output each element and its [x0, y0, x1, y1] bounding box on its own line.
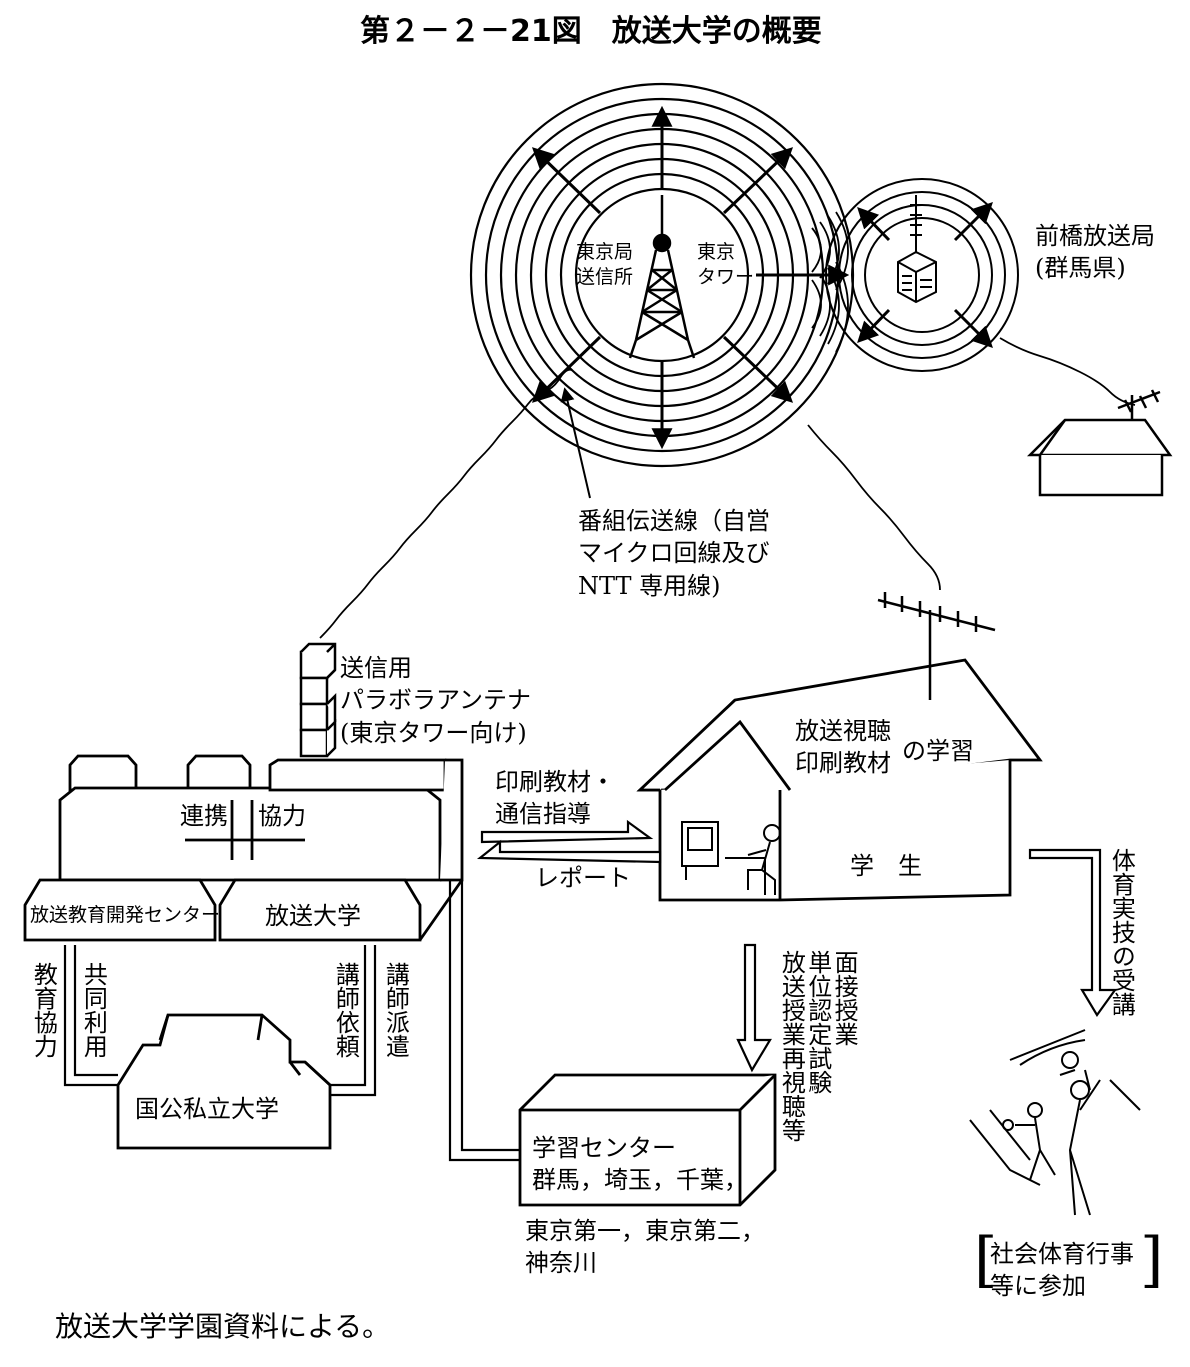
- pe-label: 体育実技の受講: [1107, 848, 1136, 1016]
- social-pe-label: 社会体育行事 等に参加: [990, 1240, 1134, 1301]
- tokyo-ring-arrows: [531, 105, 850, 450]
- university-building: [23, 754, 464, 942]
- schooling-label: 面接授業 単位認定試験 放送授業再視聴等: [777, 950, 859, 1142]
- student-house: [636, 658, 1043, 902]
- lecturer-request-label: 講師依頼: [331, 962, 360, 1058]
- program-line-pointer: [560, 387, 591, 499]
- tokyo-station-label: 東京局 送信所: [576, 241, 634, 288]
- maebashi-house-icon: [1026, 389, 1173, 497]
- cooperation-label: 連携: [180, 802, 228, 830]
- student-at-desk-icon: [681, 821, 781, 895]
- source-note: 放送大学学園資料による。: [55, 1310, 391, 1343]
- signal-waves: [811, 211, 849, 353]
- learning-center-label: 学習センター 群馬，埼玉，千葉，: [532, 1134, 748, 1195]
- shared-use-label: 共同利用: [79, 962, 108, 1058]
- pe-arrow: [1028, 848, 1118, 1017]
- home-learning-suffix: の学習: [902, 737, 974, 765]
- dev-center-label: 放送教育開発センター: [30, 904, 221, 926]
- exchange-arrows: [476, 819, 662, 864]
- report-label: レポート: [535, 864, 631, 892]
- social-pe-bracket-right: ]: [1140, 1225, 1164, 1295]
- university-label: 放送大学: [265, 902, 361, 930]
- learning-center-more-label: 東京第一，東京第二， 神奈川: [525, 1217, 765, 1278]
- maebashi-station-icon: [897, 195, 937, 304]
- home-learning-label: 放送視聴 印刷教材: [795, 717, 891, 778]
- transmission-lines: [319, 337, 1136, 639]
- lecturer-dispatch-label: 講師派遣: [381, 962, 410, 1058]
- maebashi-station-label: 前橋放送局 (群馬県): [1035, 222, 1155, 283]
- universities-box: [116, 1013, 332, 1150]
- house-antenna-icon: [877, 592, 996, 700]
- universities-label: 国公私立大学: [135, 1095, 279, 1123]
- parabola-antenna-label: 送信用 パラボラアンテナ (東京タワー向け): [340, 654, 532, 747]
- tokyo-tower-icon: [628, 195, 696, 359]
- tokyo-tower-label: 東京 タワー: [697, 241, 755, 288]
- schooling-arrow: [736, 943, 772, 1073]
- sports-scene-icon: [969, 1029, 1141, 1216]
- student-label: 学 生: [850, 852, 922, 880]
- edu-coop-label: 教育協力: [29, 962, 58, 1058]
- learning-center-box: [518, 1073, 777, 1207]
- connector-lines: [63, 880, 520, 1162]
- social-pe-bracket-left: [: [974, 1225, 998, 1295]
- parabola-antenna-icon: [299, 642, 337, 758]
- collaboration-label: 協力: [258, 802, 306, 830]
- program-line-label: 番組伝送線（自営 マイクロ回線及び NTT 専用線): [578, 507, 770, 600]
- print-guidance-label: 印刷教材・ 通信指導: [495, 768, 615, 829]
- figure-title: 第２－２－21図 放送大学の概要: [360, 14, 822, 49]
- maebashi-ring-arrows: [857, 202, 993, 348]
